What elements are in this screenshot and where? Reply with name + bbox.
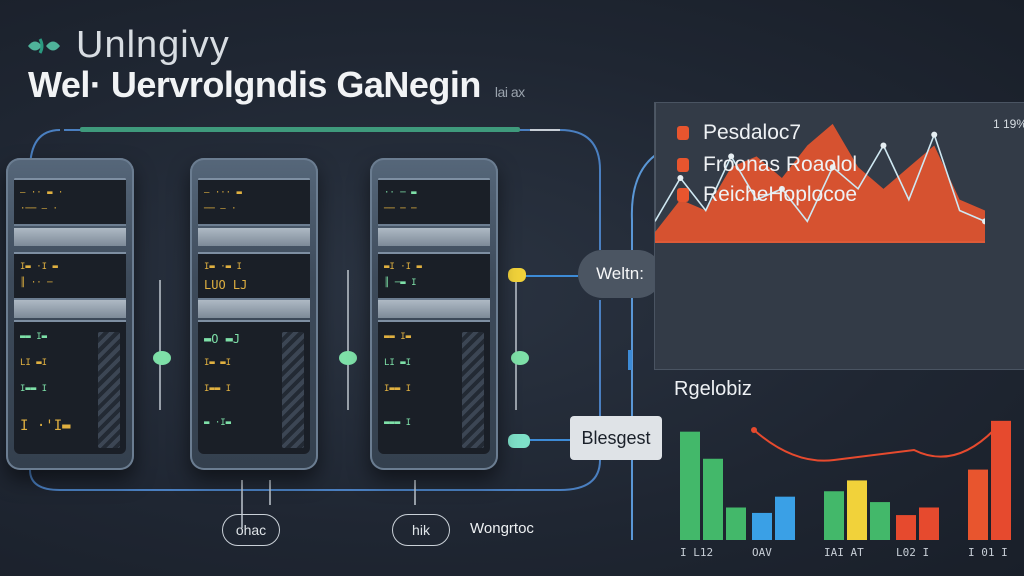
wongrtoc-label: Wongrtoc xyxy=(470,520,534,537)
area-series xyxy=(655,123,985,243)
bar-tick-label: I L12 xyxy=(680,546,714,559)
bar xyxy=(919,507,939,540)
rack-code: ▬I ·I ▬ xyxy=(384,262,422,272)
bar xyxy=(847,480,867,540)
bar-tick-label: I 01 I xyxy=(968,546,1008,559)
rack-code: ·· ─ ▬ xyxy=(384,188,417,198)
rack-code: ·── — · xyxy=(20,204,58,214)
rack-code: I▬ ·I ▬ xyxy=(20,262,58,272)
data-point xyxy=(880,142,887,149)
legend-label: Pesdaloc7 xyxy=(703,121,802,144)
page-title: Wel· Uervrolgndis GaNegin lai ax xyxy=(28,64,525,106)
legend-label: Froonas Roaolol xyxy=(703,153,858,176)
rack-code: I▬ ·▬ I xyxy=(204,262,242,272)
chart-panel-top: Pesdaloc7 Froonas Roaolol ReicheHoplocoe… xyxy=(654,102,1024,370)
bar xyxy=(991,420,1011,540)
rack-code: I▬▬ I xyxy=(20,384,48,394)
rack-code: ▬O ▬J xyxy=(204,332,241,346)
data-point xyxy=(677,175,684,181)
panel-bottom-title: Rgelobiz xyxy=(674,378,752,400)
data-point xyxy=(829,164,836,171)
rack-code: ▬▬ I▬ xyxy=(20,332,48,342)
widget-node[interactable]: Weltn: xyxy=(578,250,662,298)
legend-label: ReicheHoplocoe xyxy=(703,183,858,206)
bar xyxy=(726,507,746,540)
bar xyxy=(775,496,795,540)
page-title-text: Wel· Uervrolgndis GaNegin xyxy=(28,64,481,105)
rack-code: ║ ─▬ I xyxy=(384,278,417,288)
rack-code: I ·'I▬ xyxy=(20,418,71,434)
rack-code: LI ▬I xyxy=(20,358,48,368)
vent-grille xyxy=(282,332,304,448)
corner-label: 1 19% xyxy=(992,117,1024,131)
rack-code: ── — · xyxy=(204,204,237,214)
bar-tick-label: IAI AT xyxy=(824,546,864,559)
rack-code: LUO LJ xyxy=(204,278,248,292)
legend-item: Froonas Roaolol xyxy=(677,153,857,177)
legend-swatch xyxy=(677,158,689,172)
rack-code: ▬▬▬ I xyxy=(384,418,412,428)
rack-code: ▬ ·I▬ xyxy=(204,418,232,428)
blesgest-node[interactable]: Blesgest xyxy=(570,416,662,460)
node-oval-right[interactable]: hik xyxy=(392,514,450,546)
rack-code: ── ─ ─ xyxy=(384,204,417,214)
page-title-suffix: lai ax xyxy=(494,84,525,100)
bar-chart xyxy=(680,420,1011,540)
vent-grille xyxy=(98,332,120,448)
bar xyxy=(896,515,916,540)
bar xyxy=(824,491,844,540)
rack-code: I▬▬ I xyxy=(204,384,232,394)
trend-point xyxy=(991,427,997,433)
bar xyxy=(870,502,890,540)
data-point xyxy=(728,153,735,160)
rack-code: — ··· ▬ xyxy=(204,188,242,198)
rack-code: — ·· ▬ · xyxy=(20,188,64,198)
bar xyxy=(680,431,700,540)
legend-swatch xyxy=(677,188,689,202)
bar-tick-label: L02 I xyxy=(896,546,930,559)
bar xyxy=(752,512,772,540)
server-rack-3[interactable]: ·· ─ ▬ ── ─ ─ ▬I ·I ▬ ║ ─▬ I ▬▬ I▬ LI ▬I I… xyxy=(370,158,498,470)
brand-name: Unlngivy xyxy=(76,24,230,66)
logo-row: Unlngivy xyxy=(26,24,230,67)
leaf-logo-icon xyxy=(28,37,60,54)
legend-item: ReicheHoplocoe xyxy=(677,183,857,207)
line-series xyxy=(654,132,986,223)
legend-item: Pesdaloc7 xyxy=(677,121,801,145)
bar xyxy=(968,469,988,540)
data-point xyxy=(931,131,938,138)
rack-code: ▬▬ I▬ xyxy=(384,332,412,342)
server-rack-1[interactable]: — ·· ▬ · ·── — · I▬ ·I ▬ ║ ·· ─ ▬▬ I▬ LI ▬… xyxy=(6,158,134,470)
rack-code: LI ▬I xyxy=(384,358,412,368)
bar-tick-label: OAV xyxy=(752,546,772,559)
trend-point xyxy=(751,427,757,433)
bar xyxy=(703,458,723,540)
rack-code: I▬▬ I xyxy=(384,384,412,394)
rack-code: I▬ ▬I xyxy=(204,358,232,368)
legend-swatch xyxy=(677,126,689,140)
node-oval-left[interactable]: ohac xyxy=(222,514,280,546)
trend-line xyxy=(753,429,995,462)
data-point xyxy=(778,185,785,192)
vent-grille xyxy=(462,332,484,448)
rack-code: ║ ·· ─ xyxy=(20,278,53,288)
